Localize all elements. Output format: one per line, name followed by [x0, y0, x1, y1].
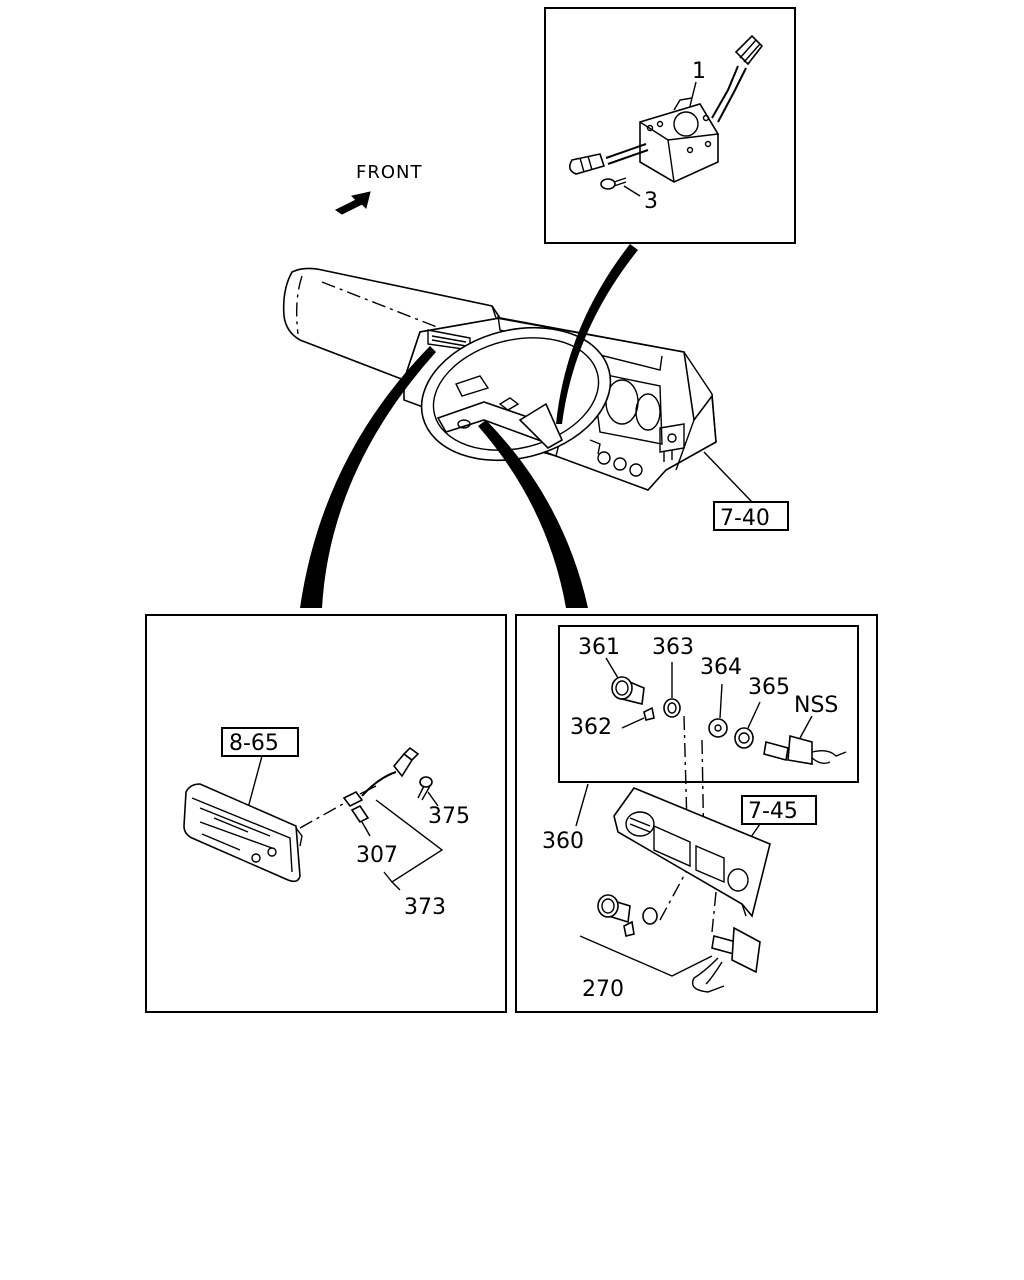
callout-363: 363 — [652, 635, 694, 660]
callout-373: 373 — [404, 895, 446, 920]
lower-switch — [691, 926, 761, 993]
callout-1: 1 — [692, 59, 706, 84]
connector-left — [300, 346, 436, 608]
front-indicator: FRONT — [335, 162, 423, 215]
detail-box-left: 8-65 375 307 — [145, 614, 507, 1013]
callout-3: 3 — [644, 189, 658, 214]
connector-right — [478, 420, 588, 608]
callout-375: 375 — [428, 804, 470, 829]
sensor-harness — [342, 746, 420, 808]
ref-box-7-40 — [713, 501, 789, 531]
callout-361: 361 — [578, 635, 620, 660]
ref-box-8-65 — [221, 727, 299, 757]
ref-box-7-45 — [741, 795, 817, 825]
detail-box-right: 361 363 364 365 NSS 362 — [515, 614, 878, 1013]
screw — [600, 177, 627, 190]
callout-360: 360 — [542, 829, 584, 854]
callout-nss: NSS — [794, 693, 838, 718]
switch-nss — [763, 734, 847, 765]
control-panel-bezel — [183, 783, 303, 883]
combination-switch — [568, 34, 764, 183]
callout-364: 364 — [700, 655, 742, 680]
callout-362: 362 — [570, 715, 612, 740]
front-label: FRONT — [356, 162, 423, 183]
switch-bezel-panel — [613, 787, 771, 918]
front-arrow-icon — [335, 191, 371, 215]
connector-top — [556, 244, 638, 424]
callout-7-45: 7-45 — [748, 799, 798, 824]
knob-361 — [611, 676, 645, 705]
screw-375 — [417, 776, 433, 801]
callout-8-65: 8-65 — [229, 731, 279, 756]
detail-box-combination-switch: 1 3 — [544, 7, 796, 244]
steering-wheel — [420, 326, 612, 462]
knob-270 — [597, 894, 658, 937]
callout-307: 307 — [356, 843, 398, 868]
inner-box-360 — [558, 625, 859, 783]
callout-270: 270 — [582, 977, 624, 1002]
callout-7-40: 7-40 — [720, 506, 770, 531]
callout-365: 365 — [748, 675, 790, 700]
